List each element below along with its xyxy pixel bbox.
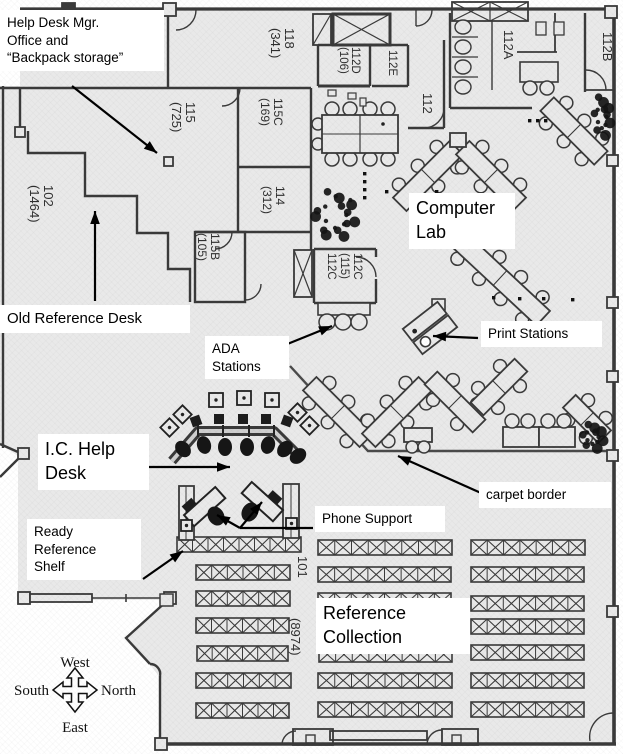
svg-text:(8974): (8974) — [288, 618, 303, 656]
label-carpet-border: carpet border — [479, 482, 611, 508]
svg-text:118(341): 118(341) — [268, 28, 297, 58]
svg-text:115C(169): 115C(169) — [258, 98, 285, 126]
label-ada-stations: ADA Stations — [205, 336, 289, 380]
svg-text:101: 101 — [295, 556, 310, 578]
svg-text:112: 112 — [420, 93, 435, 114]
label-help-desk-mgr: Help Desk Mgr. Office and “Backpack stor… — [0, 10, 164, 71]
svg-text:102(1464): 102(1464) — [27, 185, 56, 223]
compass-east: East — [62, 720, 89, 736]
label-old-reference-desk: Old Reference Desk — [0, 305, 190, 333]
svg-text:115B(105): 115B(105) — [195, 233, 222, 261]
label-ready-reference-shelf: Ready Reference Shelf — [27, 519, 141, 580]
compass-north: North — [101, 683, 136, 699]
label-ic-help-desk: I.C. Help Desk — [38, 434, 149, 490]
annotation-arrows — [71, 85, 482, 580]
compass-south: South — [14, 683, 50, 699]
svg-text:112D(106): 112D(106) — [337, 47, 361, 74]
svg-text:112B: 112B — [600, 32, 615, 61]
label-computer-lab: Computer Lab — [409, 193, 515, 249]
label-phone-support: Phone Support — [315, 506, 445, 532]
svg-text:112A: 112A — [501, 30, 516, 60]
svg-text:115(725): 115(725) — [169, 102, 198, 132]
label-print-stations: Print Stations — [481, 321, 602, 347]
compass-cross-icon — [51, 666, 99, 714]
label-reference-collection: Reference Collection — [316, 598, 470, 654]
svg-text:112E: 112E — [386, 50, 398, 76]
compass-west: West — [60, 655, 90, 671]
wall-columns — [14, 2, 619, 751]
svg-text:114(312): 114(312) — [260, 186, 287, 214]
room-number-labels: 118(341) 115(725) 115C(169) 114(312) 115… — [27, 28, 615, 656]
svg-text:112C(115)112C: 112C(115)112C — [325, 253, 363, 280]
floor-area — [0, 8, 616, 745]
furniture — [159, 19, 616, 719]
compass-rose: West South North East — [14, 655, 137, 736]
